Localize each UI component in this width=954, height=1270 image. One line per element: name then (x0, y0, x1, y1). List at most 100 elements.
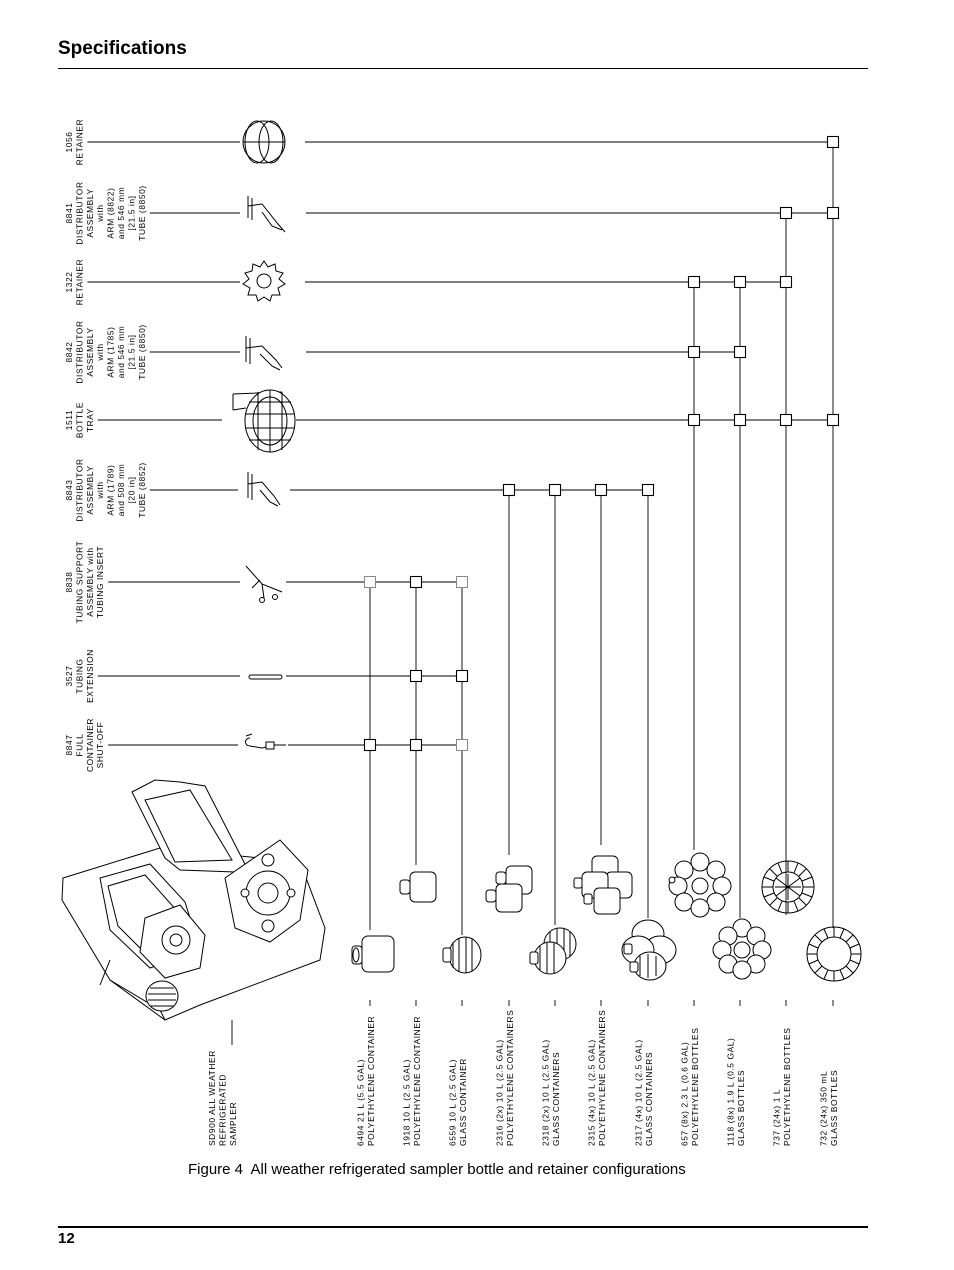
component-label-line: DISTRIBUTOR (74, 458, 84, 521)
container-label-line: GLASS BOTTLES (736, 1070, 746, 1146)
container-label-line: POLYETHYLENE BOTTLES (690, 1028, 700, 1146)
container-label-line: GLASS CONTAINERS (551, 1052, 561, 1146)
component-label-line: and 546 mm (116, 326, 126, 379)
component-label-line: 1511 (64, 410, 74, 430)
container-2317-illustration (621, 919, 677, 981)
component-label-line: ASSEMBLY (85, 465, 95, 514)
container-label-line: POLYETHYLENE BOTTLES (782, 1028, 792, 1146)
sampler-label-line: SAMPLER (228, 1102, 238, 1146)
component-label-line: 8847 (64, 734, 74, 755)
compatibility-node (733, 413, 747, 427)
component-label-line: [21.5 in] (126, 195, 136, 230)
container-label-line: POLYETHYLENE CONTAINERS (505, 1010, 515, 1146)
component-label-line: 1056 (64, 131, 74, 152)
component-label-line: TUBING INSERT (95, 546, 105, 618)
component-label-line: with (95, 204, 105, 222)
component-label-line: and 546 mm (116, 187, 126, 240)
compatibility-node (779, 275, 793, 289)
header-rule (58, 68, 868, 69)
container-6559-illustration (442, 936, 482, 974)
container-label-line: 2317 (4x) 10 L (2.5 GAL) (634, 1039, 644, 1146)
compatibility-node (502, 483, 516, 497)
compatibility-node (456, 739, 468, 751)
page-number: 12 (58, 1230, 75, 1247)
container-label-6559: 6559 10 L (2.5 GAL)GLASS CONTAINER (448, 1058, 468, 1146)
footer-rule (58, 1226, 868, 1228)
compatibility-node (826, 135, 840, 149)
component-label-line: EXTENSION (85, 649, 95, 703)
compatibility-node (687, 413, 701, 427)
retainer-1322-illustration (242, 260, 286, 302)
container-label-1918: 1918 10 L (2.5 GAL)POLYETHYLENE CONTAINE… (402, 1016, 422, 1146)
container-label-line: GLASS CONTAINER (458, 1058, 468, 1146)
component-label-line: TUBING SUPPORT (74, 541, 84, 624)
container-label-line: GLASS CONTAINERS (644, 1052, 654, 1146)
container-label-line: 6494 21 L (5.5 GAL) (356, 1059, 366, 1146)
container-label-line: 2316 (2x) 10 L (2.5 GAL) (495, 1039, 505, 1146)
tubing-support-8838-illustration (245, 565, 283, 603)
container-2315-illustration (573, 855, 633, 915)
container-label-line: 737 (24x) 1 L (772, 1089, 782, 1146)
compatibility-node (733, 275, 747, 289)
container-label-line: 2318 (2x) 10 L (2.5 GAL) (541, 1039, 551, 1146)
container-label-line: 1918 10 L (2.5 GAL) (402, 1059, 412, 1146)
retainer-1056-illustration (242, 120, 286, 164)
component-label-line: TRAY (85, 408, 95, 432)
compatibility-node (364, 576, 376, 588)
container-label-657: 657 (8x) 2.3 L (0.6 GAL)POLYETHYLENE BOT… (680, 1028, 700, 1146)
compatibility-node (409, 575, 423, 589)
sampler-label-line: SD900 ALL WEATHER (207, 1050, 217, 1146)
component-label-line: ASSEMBLY (85, 188, 95, 237)
compatibility-node (687, 345, 701, 359)
component-label-line: ARM (8822) (106, 187, 116, 238)
component-label-line: 8842 (64, 341, 74, 362)
component-label-line: and 508 mm (116, 464, 126, 517)
container-label-line: 1118 (8x) 1.9 L (0.5 GAL) (726, 1038, 736, 1146)
container-label-line: POLYETHYLENE CONTAINER (366, 1016, 376, 1146)
tubing-extension-3527-illustration (248, 674, 283, 680)
figure-caption: Figure 4 All weather refrigerated sample… (188, 1161, 686, 1178)
component-label-line: 8841 (64, 202, 74, 223)
container-label-line: 657 (8x) 2.3 L (0.6 GAL) (680, 1042, 690, 1146)
compatibility-node (548, 483, 562, 497)
container-label-2318: 2318 (2x) 10 L (2.5 GAL)GLASS CONTAINERS (541, 1039, 561, 1146)
component-label-line: 3527 (64, 665, 74, 686)
container-label-2317: 2317 (4x) 10 L (2.5 GAL)GLASS CONTAINERS (634, 1039, 654, 1146)
component-illustrations (61, 120, 862, 1021)
container-label-line: GLASS BOTTLES (829, 1070, 839, 1146)
component-label-line: SHUT-OFF (95, 722, 105, 769)
component-label-line: TUBING (74, 658, 84, 693)
compatibility-node (779, 413, 793, 427)
component-label-line: CONTAINER (85, 718, 95, 772)
component-label-line: RETAINER (74, 259, 84, 306)
compatibility-node (363, 738, 377, 752)
component-label-line: [20 in] (126, 476, 136, 503)
container-label-line: 6559 10 L (2.5 GAL) (448, 1059, 458, 1146)
container-label-2315: 2315 (4x) 10 L (2.5 GAL)POLYETHYLENE CON… (587, 1010, 607, 1146)
component-label-line: TUBE (8850) (137, 185, 147, 240)
container-label-line: POLYETHYLENE CONTAINERS (597, 1010, 607, 1146)
container-2316-illustration (485, 865, 533, 913)
component-label-line: 8843 (64, 479, 74, 500)
container-label-line: 2315 (4x) 10 L (2.5 GAL) (587, 1039, 597, 1146)
container-657-illustration (668, 852, 732, 918)
compatibility-node (455, 669, 469, 683)
container-label-2316: 2316 (2x) 10 L (2.5 GAL)POLYETHYLENE CON… (495, 1010, 515, 1146)
component-label-line: RETAINER (74, 119, 84, 166)
container-label-6494: 6494 21 L (5.5 GAL)POLYETHYLENE CONTAINE… (356, 1016, 376, 1146)
shut-off-8847-illustration (245, 733, 286, 750)
container-label-1118: 1118 (8x) 1.9 L (0.5 GAL)GLASS BOTTLES (726, 1038, 746, 1146)
component-label-line: TUBE (8852) (137, 462, 147, 517)
compatibility-node (409, 669, 423, 683)
compatibility-node (826, 413, 840, 427)
sampler-label-line: REFRIGERATED (217, 1074, 227, 1146)
distributor-8842-illustration (245, 336, 283, 371)
